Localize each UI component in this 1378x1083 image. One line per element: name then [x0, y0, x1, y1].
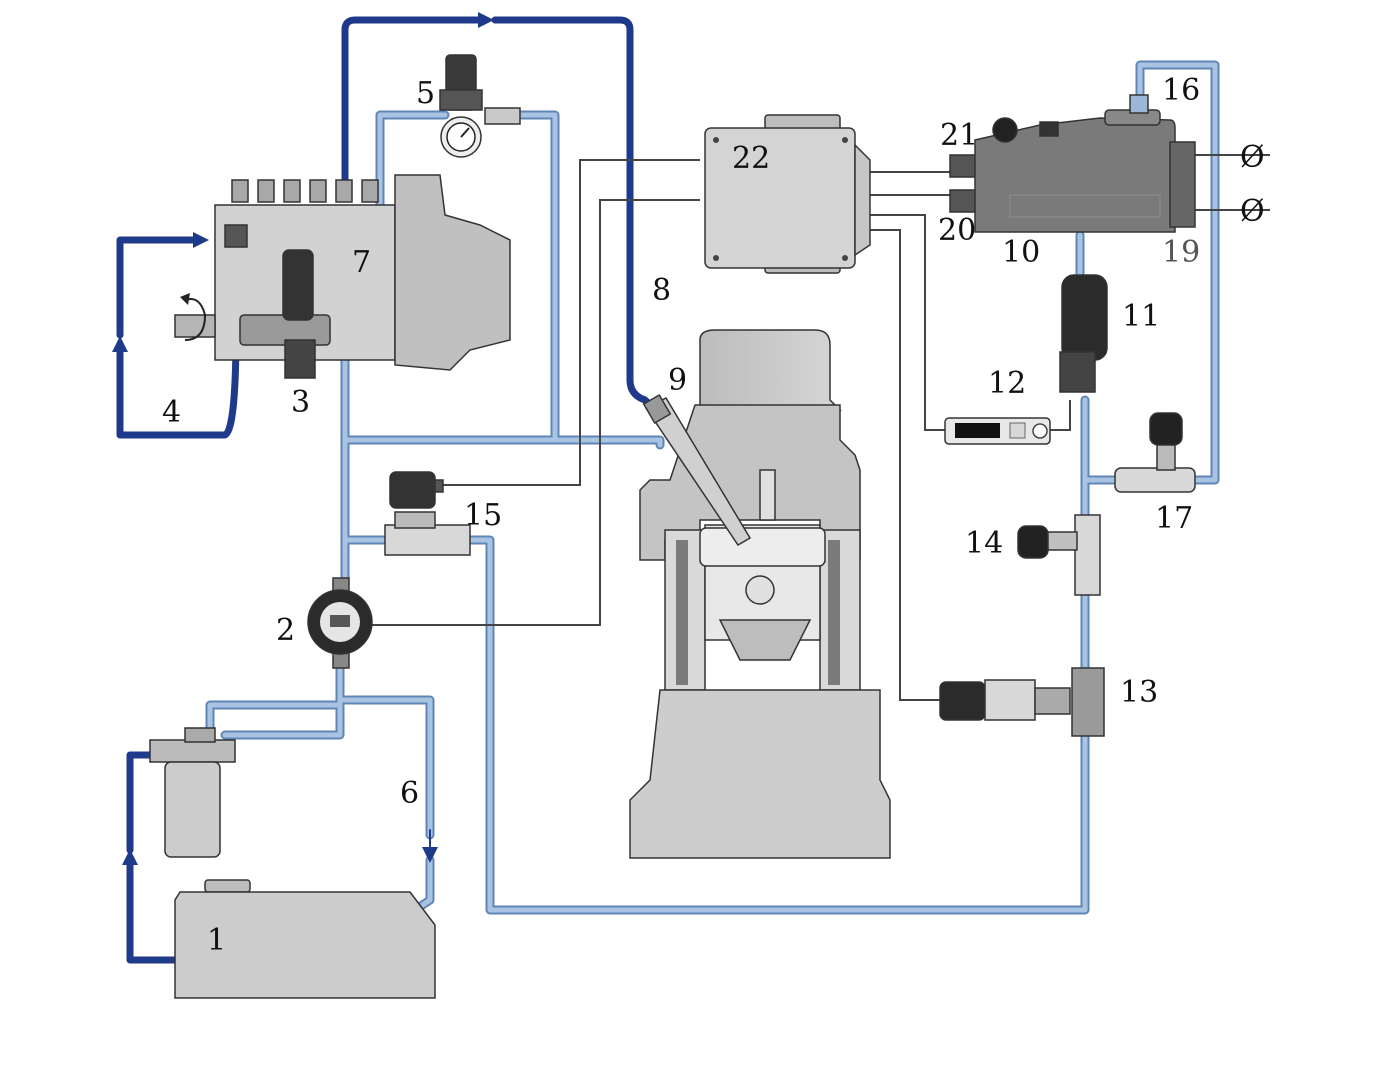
phi-symbol-bottom: Ø [1240, 194, 1265, 229]
ecu [704, 114, 871, 274]
label-22: 22 [732, 141, 770, 176]
label-2: 2 [276, 613, 295, 648]
pressure-regulator [439, 54, 521, 158]
tee-valve-14 [1017, 514, 1101, 596]
label-3: 3 [291, 385, 310, 420]
injection-pump [174, 174, 511, 379]
flow-arrow-icon [122, 849, 138, 865]
flow-meter [307, 577, 373, 669]
label-14: 14 [965, 526, 1003, 561]
fuel-filter [149, 727, 236, 858]
flow-arrow-icon [112, 336, 128, 352]
label-9: 9 [668, 363, 687, 398]
label-12: 12 [988, 366, 1026, 401]
flow-arrows [112, 12, 494, 865]
label-5: 5 [416, 76, 435, 111]
pressure-lines [116, 16, 659, 964]
label-13: 13 [1120, 675, 1158, 710]
label-16: 16 [1162, 73, 1200, 108]
label-11: 11 [1122, 299, 1160, 334]
label-17: 17 [1155, 501, 1193, 536]
label-7: 7 [352, 245, 371, 280]
label-15: 15 [464, 498, 502, 533]
labels: 1 2 3 4 5 6 7 8 9 10 11 12 13 14 15 16 1… [162, 73, 1265, 958]
pressure-sensor [939, 667, 1105, 737]
label-4: 4 [162, 395, 181, 430]
label-6: 6 [400, 776, 419, 811]
label-19: 19 [1162, 235, 1200, 270]
injector [642, 393, 752, 547]
label-20: 20 [938, 213, 976, 248]
rotation-arrow-icon [184, 298, 207, 341]
tee-valve-17 [1114, 412, 1196, 493]
fuel-tank [174, 879, 436, 999]
canister-unit [949, 94, 1196, 233]
flow-arrow-icon [193, 232, 209, 248]
engine-block [629, 329, 891, 859]
signal-wires [370, 154, 1270, 701]
flow-arrow-icon [478, 12, 494, 28]
label-1: 1 [207, 923, 226, 958]
label-21: 21 [940, 118, 978, 153]
label-10: 10 [1002, 235, 1040, 270]
sensor-11 [1059, 274, 1108, 393]
phi-symbol-top: Ø [1240, 140, 1265, 175]
label-8: 8 [652, 273, 671, 308]
solenoid-valve [384, 471, 471, 556]
return-lines [205, 60, 1220, 915]
display-unit [944, 417, 1051, 445]
